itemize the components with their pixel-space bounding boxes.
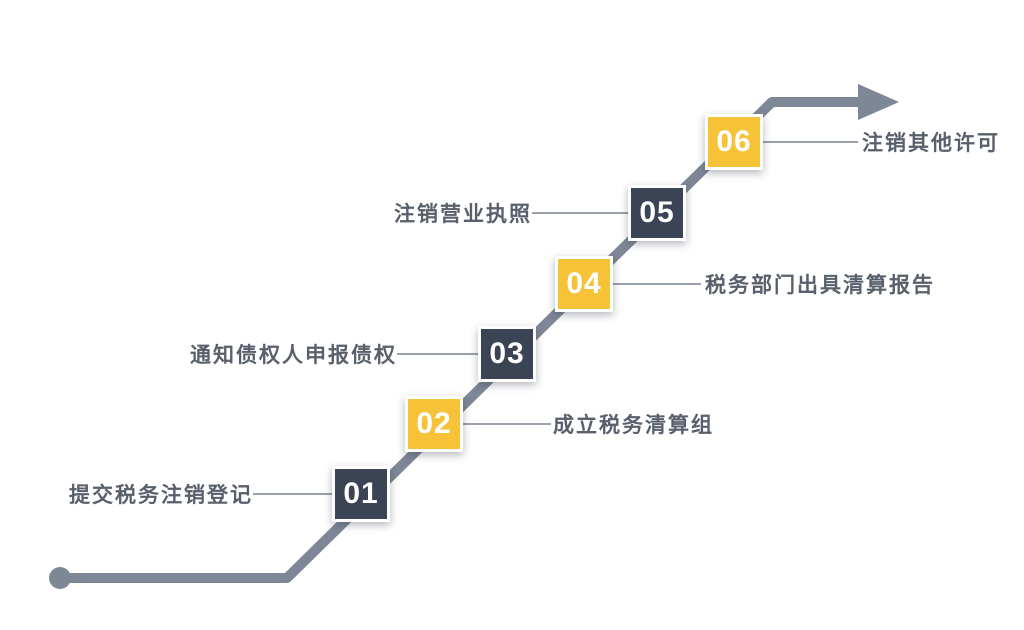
connector-line-step-3	[397, 353, 478, 355]
step-number: 02	[416, 407, 452, 440]
step-number: 06	[716, 125, 752, 158]
arrow-head-icon	[858, 84, 899, 120]
step-box-03: 03	[478, 326, 536, 382]
step-label-04: 税务部门出具清算报告	[705, 274, 935, 297]
step-box-01: 01	[332, 466, 390, 522]
step-number: 03	[489, 337, 525, 370]
step-label-02: 成立税务清算组	[553, 414, 714, 437]
step-label-03: 通知债权人申报债权	[190, 344, 397, 367]
step-label-05: 注销营业执照	[394, 203, 532, 226]
step-number: 01	[343, 477, 379, 510]
connector-line-step-1	[253, 493, 332, 495]
step-label-01: 提交税务注销登记	[69, 484, 253, 507]
connector-line-step-5	[532, 212, 628, 214]
connector-line-step-4	[613, 283, 701, 285]
connector-line-step-2	[463, 423, 551, 425]
step-box-05: 05	[628, 185, 686, 241]
step-number: 04	[566, 267, 602, 300]
step-label-06: 注销其他许可	[862, 132, 1000, 155]
step-box-06: 06	[705, 114, 763, 170]
step-box-04: 04	[555, 256, 613, 312]
connector-line-step-6	[763, 141, 858, 143]
step-box-02: 02	[405, 396, 463, 452]
step-number: 05	[639, 196, 675, 229]
